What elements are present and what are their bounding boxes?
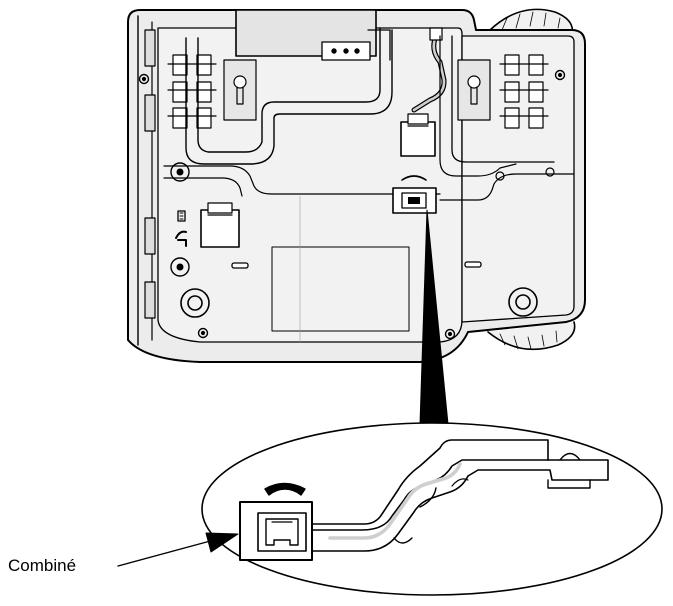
callout-arrow — [117, 532, 239, 567]
handset-icon — [264, 482, 306, 496]
base-handset-jack — [392, 175, 437, 214]
bottom-right-foot — [487, 321, 576, 351]
phone-base — [127, 8, 586, 363]
callout-label: Combiné — [8, 556, 77, 575]
magnified-detail — [201, 422, 663, 596]
